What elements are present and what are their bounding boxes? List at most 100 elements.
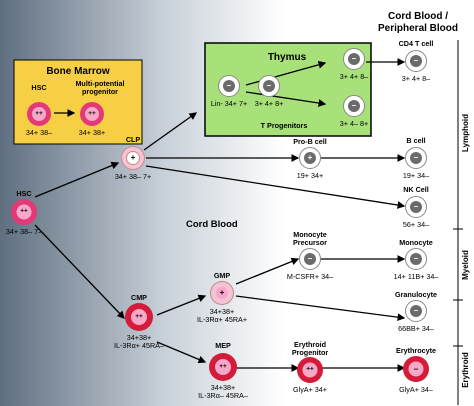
nk-nucleus: – bbox=[410, 201, 422, 213]
granulocyte-label: Granulocyte bbox=[395, 290, 437, 299]
bcell-label: B cell bbox=[406, 136, 426, 145]
lineage-lymphoid: Lymphoid bbox=[461, 114, 470, 152]
thymus-title: Thymus bbox=[267, 52, 307, 63]
erythrocyte-cell: – bbox=[403, 356, 429, 382]
arrow-clp-nk bbox=[145, 165, 406, 209]
arrow-clp-thymus bbox=[143, 112, 198, 151]
bone-marrow-box bbox=[13, 59, 143, 145]
eryprog-cell: ++ bbox=[297, 357, 323, 383]
gmp-label: GMP bbox=[213, 271, 231, 280]
erythrocyte-nucleus: – bbox=[408, 361, 424, 377]
hsc-cell: ++ bbox=[11, 199, 37, 225]
hsc-marker: 34+ 38– 7– bbox=[5, 227, 43, 236]
thymus-lin-nucleus: – bbox=[223, 80, 235, 92]
clp-marker: 34+ 38– 7+ bbox=[114, 172, 152, 181]
header-line-1: Cord Blood / bbox=[388, 11, 448, 22]
bm-hsc-label: HSC bbox=[31, 83, 47, 92]
gmp-cell: + bbox=[210, 281, 234, 305]
cmp-marker-2: IL-3Rα+ 45RA– bbox=[114, 341, 164, 350]
thymus-lin-cell: – bbox=[218, 75, 240, 97]
monoprec-nucleus: – bbox=[304, 253, 316, 265]
bm-hsc-marker: 34+ 38– bbox=[25, 128, 53, 137]
nk-label: NK Cell bbox=[403, 185, 429, 194]
clp-nucleus: + bbox=[126, 151, 140, 165]
thymus-mid-cell: – bbox=[258, 75, 280, 97]
bm-hsc-nucleus: ++ bbox=[32, 107, 46, 121]
bcell-marker: 19+ 34– bbox=[402, 171, 430, 180]
cmp-nucleus: ++ bbox=[131, 309, 147, 325]
eryprog-label-1: Erythroid bbox=[294, 340, 326, 349]
monoprec-label-2: Precursor bbox=[293, 238, 327, 247]
bcell-cell: – bbox=[405, 147, 427, 169]
arrow-gmp-monoprec bbox=[235, 257, 300, 285]
bone-marrow-title: Bone Marrow bbox=[46, 66, 110, 77]
cmp-marker-1: 34+38+ bbox=[126, 333, 152, 342]
arrow-thymus-bottom bbox=[245, 91, 327, 107]
lineage-myeloid: Myeloid bbox=[461, 250, 470, 280]
gmp-nucleus: + bbox=[216, 287, 228, 299]
lineage-erythroid: Erythroid bbox=[461, 352, 470, 388]
eryprog-nucleus: ++ bbox=[302, 362, 318, 378]
hsc-nucleus: ++ bbox=[16, 204, 32, 220]
header-line-2: Peripheral Blood bbox=[377, 23, 459, 34]
arrow-gmp-gran bbox=[235, 295, 406, 322]
monoprec-label-1: Monocyte bbox=[293, 230, 327, 239]
prob-cell: + bbox=[299, 147, 321, 169]
granulocyte-marker: 66BB+ 34– bbox=[398, 324, 434, 333]
hsc-label: HSC bbox=[16, 189, 32, 198]
prob-nucleus: + bbox=[304, 152, 316, 164]
monocyte-marker: 14+ 11B+ 34– bbox=[393, 272, 439, 281]
monocyte-label: Monocyte bbox=[399, 238, 433, 247]
cd4-marker: 3+ 4+ 8– bbox=[401, 74, 431, 83]
thymus-br-marker: 3+ 4– 8+ bbox=[339, 119, 369, 128]
bm-mpp-label-2: progenitor bbox=[82, 87, 118, 96]
monoprec-cell: – bbox=[299, 248, 321, 270]
granulocyte-cell: – bbox=[405, 300, 427, 322]
prob-marker: 19+ 34+ bbox=[296, 171, 324, 180]
bm-mpp-marker: 34+ 38+ bbox=[78, 128, 106, 137]
bcell-nucleus: – bbox=[410, 152, 422, 164]
eryprog-marker: GlyA+ 34+ bbox=[293, 385, 327, 394]
thymus-mid-marker: 3+ 4+ 8+ bbox=[254, 99, 284, 108]
thymus-footer: T Progenitors bbox=[260, 121, 308, 130]
arrow-hsc-cmp bbox=[34, 224, 125, 319]
eryprog-label-2: Progenitor bbox=[291, 348, 329, 357]
gmp-marker-1: 34+38+ bbox=[209, 307, 235, 316]
granulocyte-nucleus: – bbox=[410, 305, 422, 317]
cmp-label: CMP bbox=[131, 293, 147, 302]
thymus-lin-marker: Lin- 34+ 7+ bbox=[210, 99, 248, 108]
cmp-cell: ++ bbox=[125, 303, 153, 331]
clp-label: CLP bbox=[125, 135, 141, 144]
erythrocyte-marker: GlyA+ 34– bbox=[399, 385, 433, 394]
mep-cell: ++ bbox=[209, 353, 237, 381]
mep-marker-1: 34+38+ bbox=[210, 383, 236, 392]
thymus-tr-marker: 3+ 4+ 8– bbox=[339, 72, 369, 81]
monocyte-nucleus: – bbox=[410, 253, 422, 265]
erythrocyte-label: Erythrocyte bbox=[396, 346, 436, 355]
cd4-label: CD4 T cell bbox=[398, 39, 434, 48]
thymus-br-cell: – bbox=[343, 95, 365, 117]
thymus-br-nucleus: – bbox=[348, 100, 360, 112]
arrow-cmp-gmp bbox=[156, 294, 207, 316]
thymus-tr-nucleus: – bbox=[348, 53, 360, 65]
bm-mpp-label-1: Multi-potential bbox=[75, 79, 125, 88]
thymus-tr-cell: – bbox=[343, 48, 365, 70]
cd4-nucleus: – bbox=[410, 55, 422, 67]
bm-mpp-nucleus: ++ bbox=[85, 107, 99, 121]
nk-marker: 56+ 34– bbox=[402, 220, 430, 229]
nk-cell: – bbox=[405, 196, 427, 218]
bm-hsc-cell: ++ bbox=[27, 102, 51, 126]
monocyte-cell: – bbox=[405, 248, 427, 270]
cd4-cell: – bbox=[405, 50, 427, 72]
cord-blood-label: Cord Blood bbox=[186, 219, 238, 230]
thymus-mid-nucleus: – bbox=[263, 80, 275, 92]
prob-label: Pro-B cell bbox=[293, 137, 327, 146]
gmp-marker-2: IL-3Rα+ 45RA+ bbox=[196, 315, 248, 324]
mep-marker-2: IL-3Rα– 45RA– bbox=[198, 391, 248, 400]
mep-nucleus: ++ bbox=[215, 359, 231, 375]
monoprec-marker: M-CSFR+ 34– bbox=[286, 272, 334, 281]
arrow-cmp-mep bbox=[156, 341, 207, 364]
clp-cell: + bbox=[121, 146, 145, 170]
arrow-hsc-clp bbox=[34, 161, 120, 198]
